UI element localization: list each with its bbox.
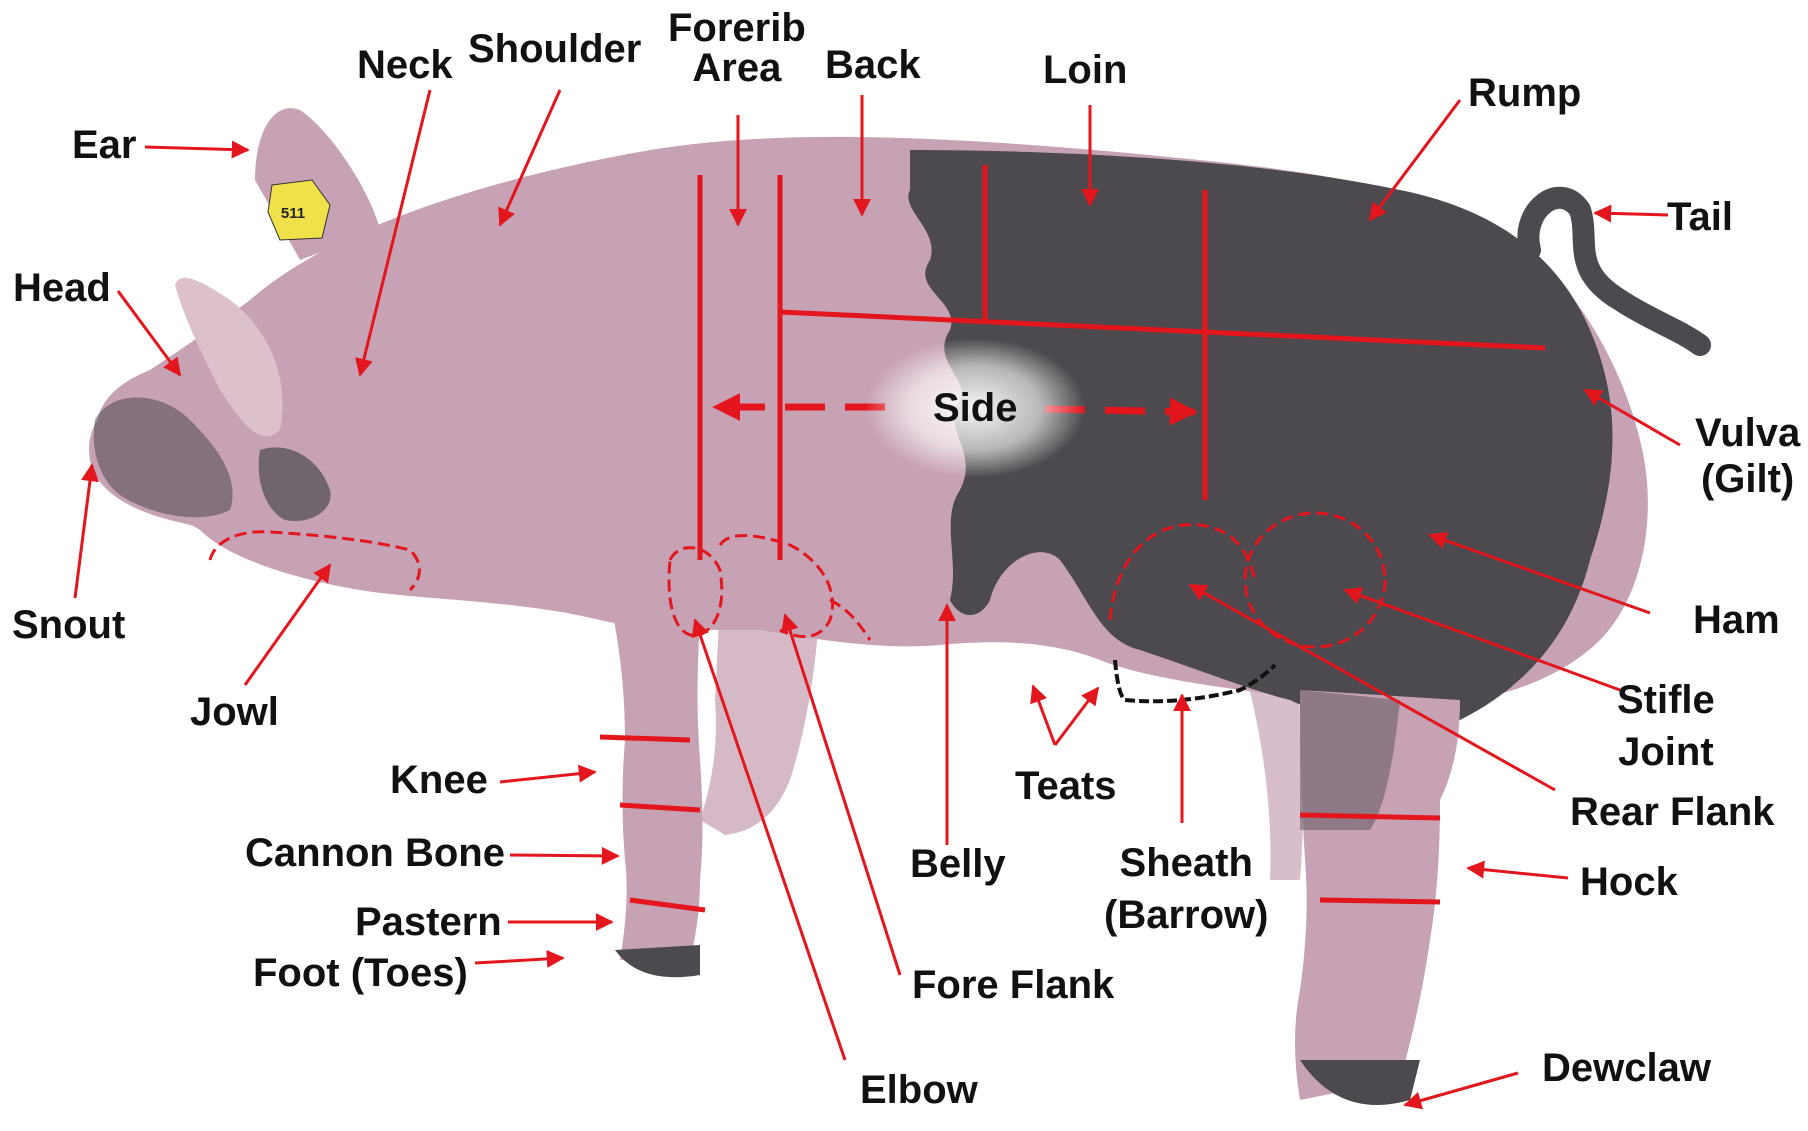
label-forerib-line1: Forerib bbox=[668, 8, 806, 48]
label-ear: Ear bbox=[72, 125, 137, 165]
label-vulva-line2: (Gilt) bbox=[1695, 459, 1800, 499]
label-vulva-gilt: Vulva (Gilt) bbox=[1695, 413, 1800, 499]
label-teats: Teats bbox=[1015, 766, 1117, 806]
label-pastern: Pastern bbox=[355, 902, 502, 942]
label-knee: Knee bbox=[390, 760, 488, 800]
label-loin: Loin bbox=[1043, 50, 1127, 90]
label-sheath-line1: Sheath bbox=[1104, 843, 1268, 883]
label-sheath-line2: (Barrow) bbox=[1104, 895, 1268, 935]
label-neck: Neck bbox=[357, 45, 453, 85]
label-vulva-line1: Vulva bbox=[1695, 413, 1800, 453]
label-ham: Ham bbox=[1693, 600, 1780, 640]
label-head: Head bbox=[13, 268, 111, 308]
label-stifle-line1: Stifle bbox=[1617, 680, 1715, 720]
near-front-foot bbox=[615, 945, 700, 977]
label-snout: Snout bbox=[12, 605, 125, 645]
label-foot-toes: Foot (Toes) bbox=[253, 953, 468, 993]
label-stifle-joint: Stifle Joint bbox=[1617, 680, 1715, 772]
label-rump: Rump bbox=[1468, 73, 1581, 113]
label-side: Side bbox=[933, 388, 1017, 428]
label-rear-flank: Rear Flank bbox=[1570, 792, 1775, 832]
label-belly: Belly bbox=[910, 844, 1006, 884]
label-cannon-bone: Cannon Bone bbox=[245, 833, 505, 873]
label-fore-flank: Fore Flank bbox=[912, 965, 1114, 1005]
label-tail: Tail bbox=[1667, 197, 1733, 237]
label-elbow: Elbow bbox=[860, 1070, 978, 1110]
label-stifle-line2: Joint bbox=[1617, 732, 1715, 772]
label-back: Back bbox=[825, 45, 921, 85]
label-jowl: Jowl bbox=[190, 692, 279, 732]
label-forerib-area: Forerib Area bbox=[668, 8, 806, 88]
ear-tag-number: 511 bbox=[281, 205, 305, 222]
label-forerib-line2: Area bbox=[668, 48, 806, 88]
label-hock: Hock bbox=[1580, 862, 1678, 902]
label-sheath-barrow: Sheath (Barrow) bbox=[1104, 843, 1268, 935]
label-shoulder: Shoulder bbox=[468, 29, 641, 69]
label-dewclaw: Dewclaw bbox=[1542, 1048, 1711, 1088]
